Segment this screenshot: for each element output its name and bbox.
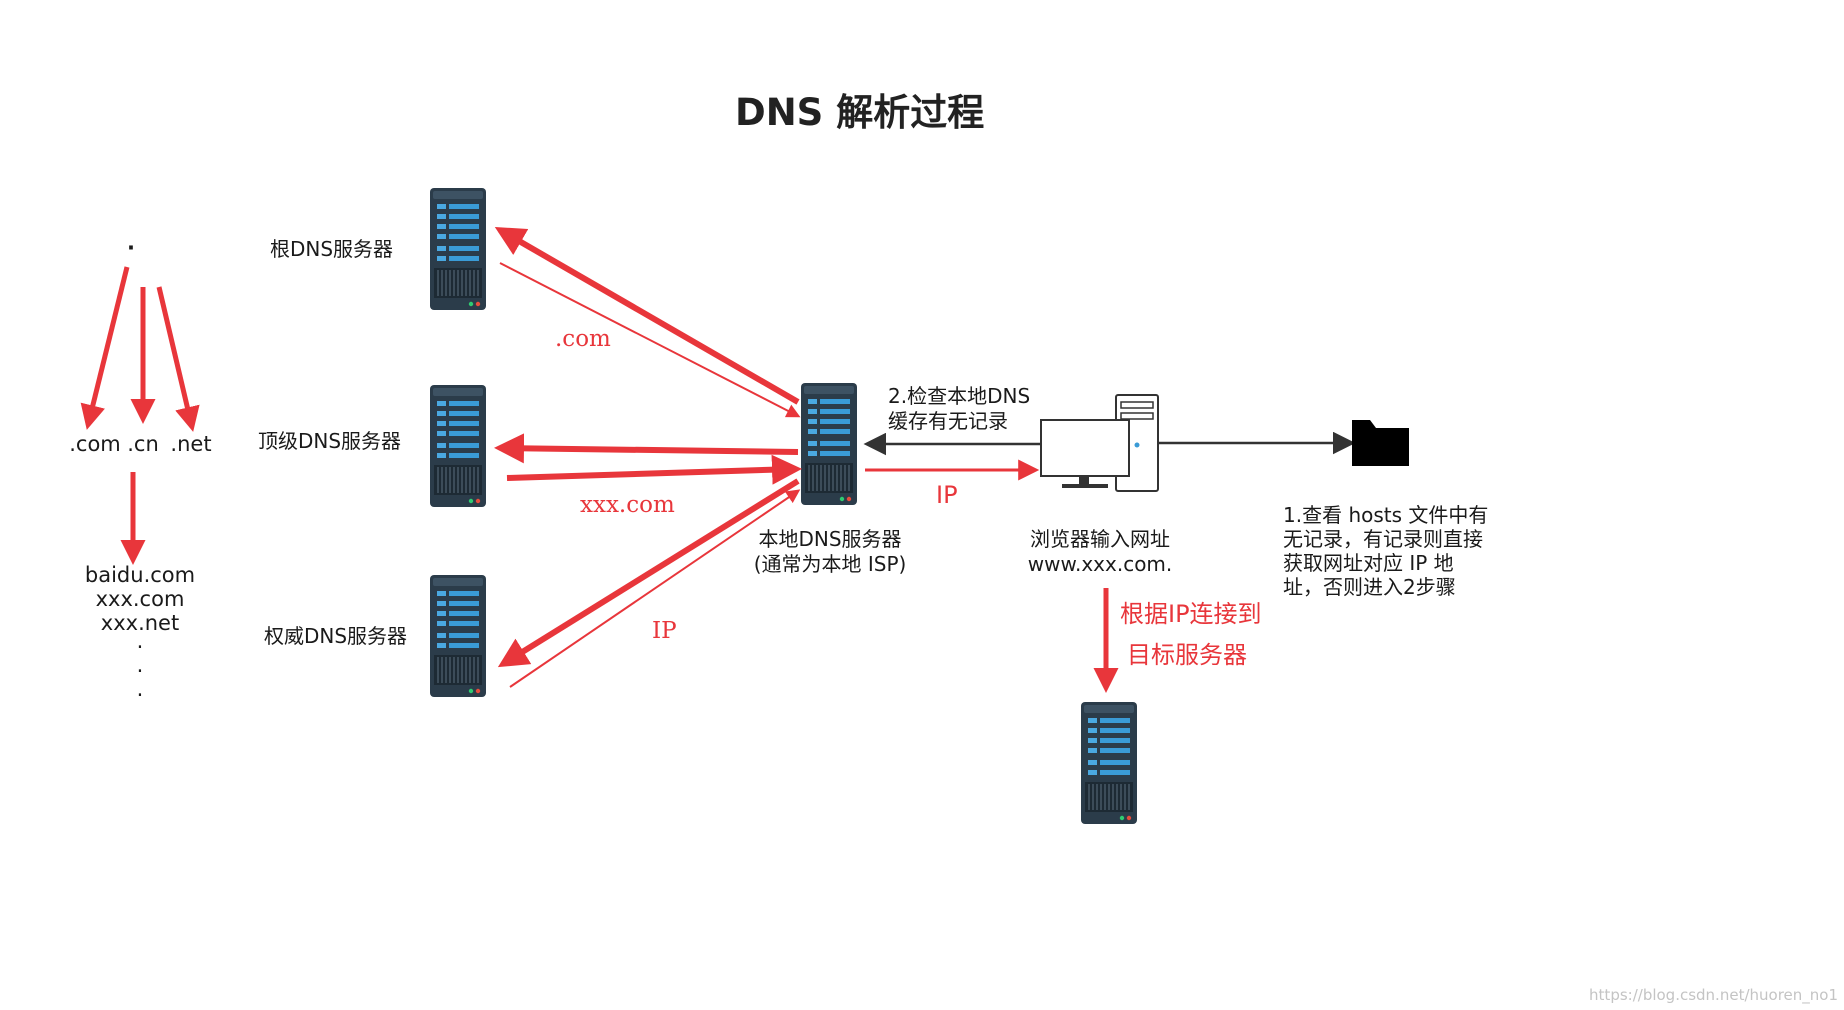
arrow-tld-to-local (506, 454, 802, 485)
tld-com-label: .com (69, 432, 121, 456)
arrow-local-to-root (494, 227, 800, 405)
tree-arrows (80, 266, 200, 565)
arrow-local-to-tld (494, 433, 799, 464)
arrow-local-to-auth (497, 478, 800, 668)
auth-dns-label: 权威DNS服务器 (264, 624, 407, 648)
connect-line2: 目标服务器 (1127, 641, 1247, 669)
dns-query-arrows (494, 227, 1040, 688)
step2-line2: 缓存有无记录 (888, 409, 1008, 433)
local-dns-server-icon (800, 382, 858, 506)
arrow-root-to-local (499, 262, 801, 418)
arrow-auth-to-local (509, 489, 801, 688)
watermark: https://blog.csdn.net/huoren_no1 (1589, 986, 1838, 1005)
edge-label-xxx-com: xxx.com (580, 492, 675, 518)
domain-baidu-label: baidu.com (85, 563, 195, 587)
ellipsis-dot-3: · (137, 683, 144, 707)
step1-line4: 址，否则进入2步骤 (1283, 575, 1456, 599)
tld-cn-label: .cn (127, 432, 159, 456)
local-dns-label-line1: 本地DNS服务器 (758, 527, 901, 551)
ellipsis-dot-2: · (137, 659, 144, 683)
browser-label-line2: www.xxx.com. (1028, 552, 1173, 576)
tld-dns-label: 顶级DNS服务器 (258, 429, 401, 453)
step2-line1: 2.检查本地DNS (888, 384, 1030, 408)
arrow-root-to-com (80, 266, 130, 430)
root-dns-label: 根DNS服务器 (270, 237, 393, 261)
ellipsis-dot-1: · (137, 635, 144, 659)
tld-dns-server-icon (429, 384, 487, 508)
browser-label-line1: 浏览器输入网址 (1030, 527, 1170, 551)
diagram-title: DNS 解析过程 (735, 91, 984, 134)
step1-line3: 获取网址对应 IP 地 (1283, 551, 1454, 575)
target-server-icon (1080, 701, 1138, 825)
edge-label-com: .com (555, 326, 611, 352)
connect-line1: 根据IP连接到 (1120, 600, 1262, 628)
folder-icon (1352, 420, 1409, 466)
auth-dns-server-icon (429, 574, 487, 698)
domain-xxx-net-label: xxx.net (101, 611, 179, 635)
edge-label-ip-auth: IP (652, 618, 677, 644)
local-dns-label-line2: (通常为本地 ISP) (754, 552, 907, 576)
tree-root-dot: · (127, 236, 135, 260)
arrow-root-to-net (156, 286, 200, 432)
root-dns-server-icon (429, 187, 487, 311)
step1-line2: 无记录，有记录则直接 (1283, 527, 1483, 551)
domain-xxx-com-label: xxx.com (96, 587, 185, 611)
edge-label-ip-browser: IP (936, 481, 958, 509)
step1-line1: 1.查看 hosts 文件中有 (1283, 503, 1488, 527)
computer-icon (1040, 394, 1159, 492)
tld-net-label: .net (170, 432, 211, 456)
